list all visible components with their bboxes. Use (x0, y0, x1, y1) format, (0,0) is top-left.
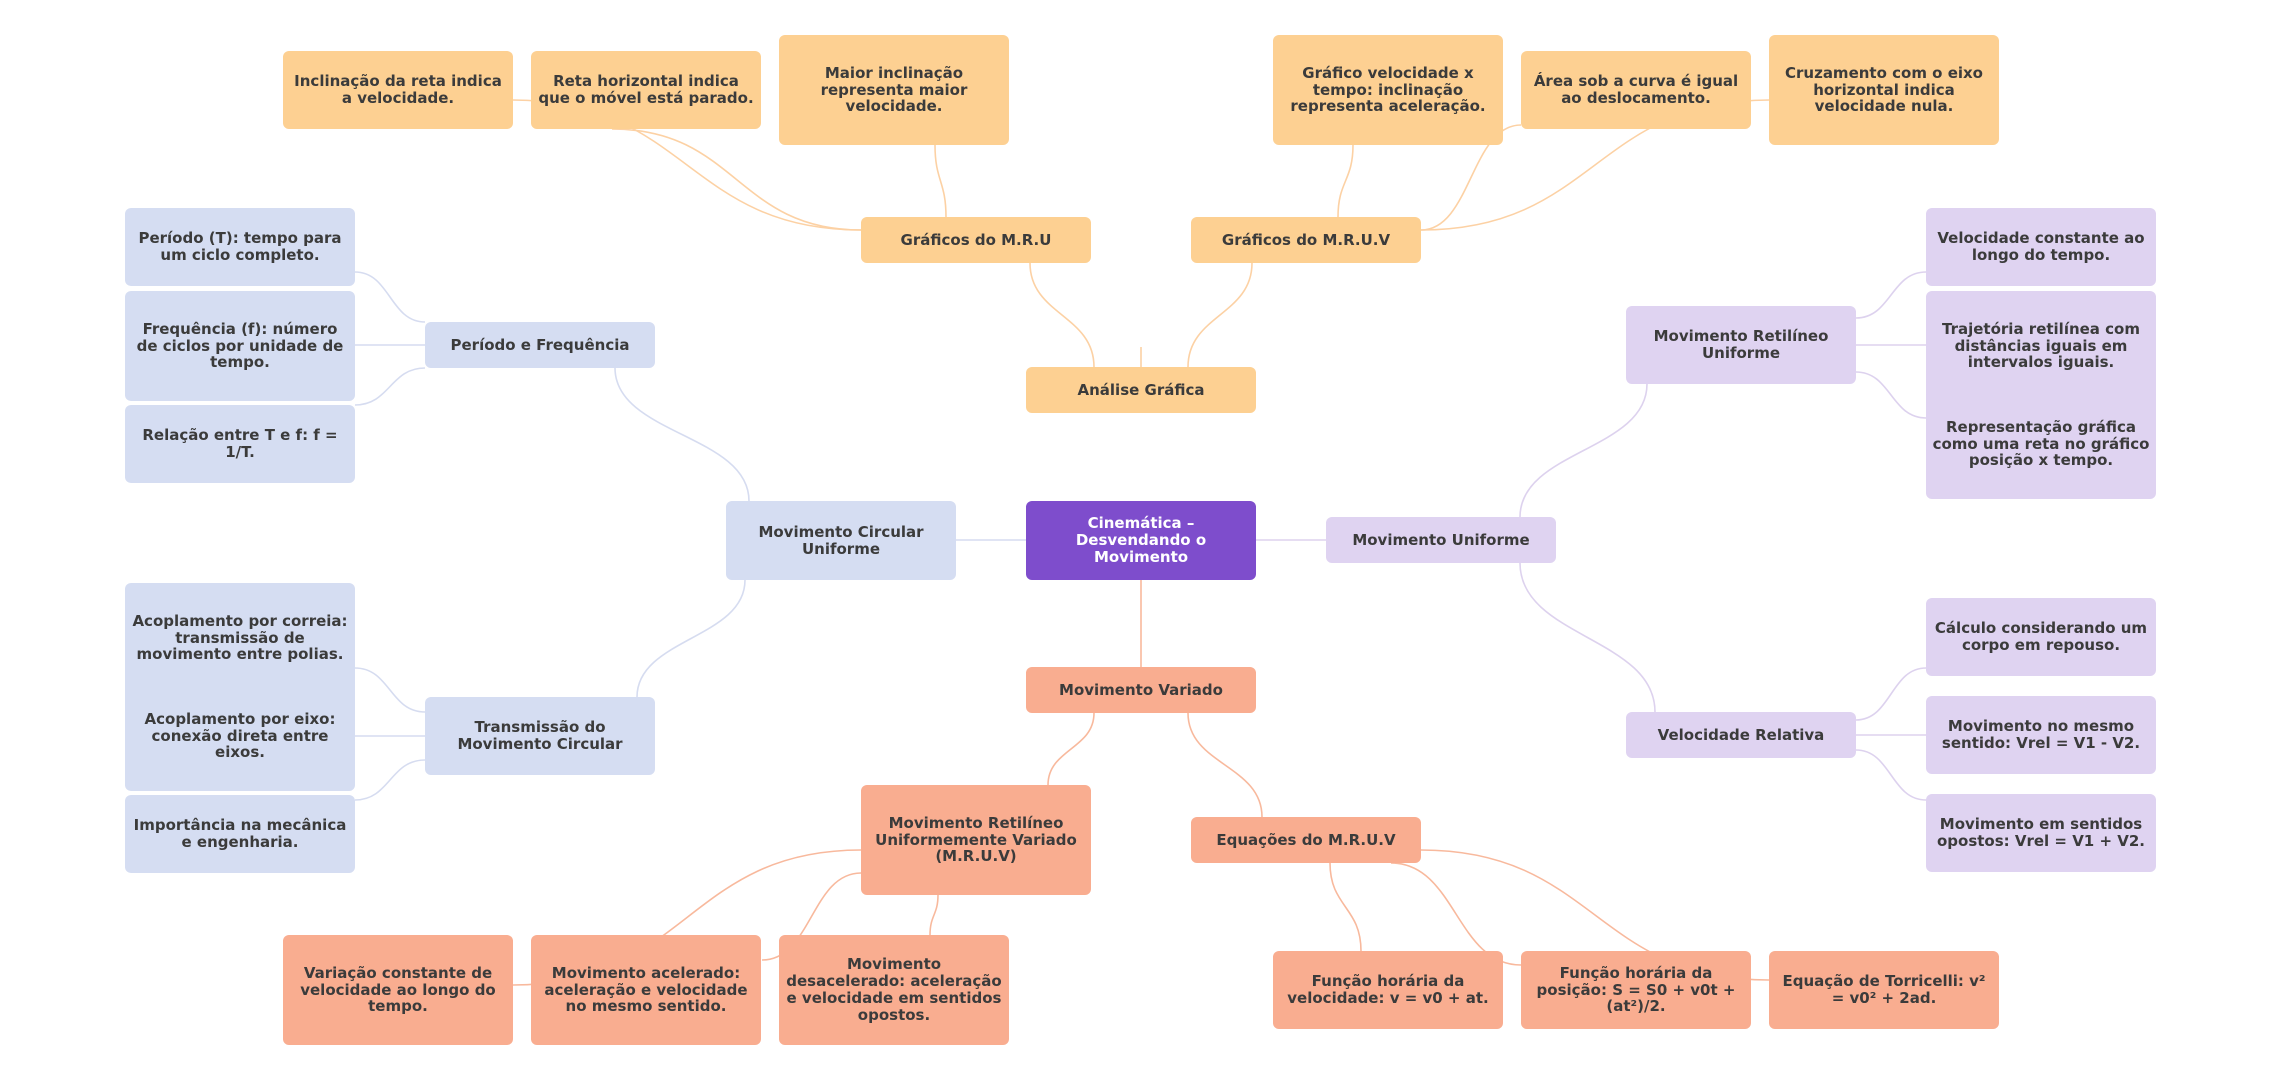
root-label: Cinemática – Desvendando o Movimento (1075, 514, 1207, 566)
node-velocidade-relativa[interactable]: Velocidade Relativa (1626, 712, 1856, 758)
leaf-calculo-repouso[interactable]: Cálculo considerando um corpo em repouso… (1926, 598, 2156, 676)
leaf-funcao-posicao[interactable]: Função horária da posição: S = S0 + v0t … (1521, 951, 1751, 1029)
connector-line (1329, 862, 1362, 952)
leaf-trajetoria-retilinea[interactable]: Trajetória retilínea com distâncias igua… (1926, 291, 2156, 401)
connector-line (1029, 262, 1095, 368)
leaf-mru-inclinacao[interactable]: Inclinação da reta indica a velocidade. (283, 51, 513, 129)
connector-line (1420, 124, 1522, 231)
leaf-relacao-t-f[interactable]: Relação entre T e f: f = 1/T. (125, 405, 355, 483)
connector-line (611, 128, 862, 231)
leaf-mruv-acelerado[interactable]: Movimento acelerado: aceleração e veloci… (531, 935, 761, 1045)
leaf-torricelli[interactable]: Equação de Torricelli: v² = v0² + 2ad. (1769, 951, 1999, 1029)
leaf-funcao-velocidade[interactable]: Função horária da velocidade: v = v0 + a… (1273, 951, 1503, 1029)
leaf-mruv-velocidade-tempo[interactable]: Gráfico velocidade x tempo: inclinação r… (1273, 35, 1503, 145)
leaf-acoplamento-eixo[interactable]: Acoplamento por eixo: conexão direta ent… (125, 681, 355, 791)
leaf-mruv-desacelerado[interactable]: Movimento desacelerado: aceleração e vel… (779, 935, 1009, 1045)
node-mruv[interactable]: Movimento Retilíneo Uniformemente Variad… (861, 785, 1091, 895)
connector-line (1390, 862, 1522, 966)
node-movimento-variado[interactable]: Movimento Variado (1026, 667, 1256, 713)
leaf-acoplamento-correia[interactable]: Acoplamento por correia: transmissão de … (125, 583, 355, 693)
connector-line (1187, 712, 1263, 818)
connector-line (614, 367, 750, 502)
node-movimento-uniforme[interactable]: Movimento Uniforme (1326, 517, 1556, 563)
leaf-mruv-cruzamento[interactable]: Cruzamento com o eixo horizontal indica … (1769, 35, 1999, 145)
leaf-velocidade-constante[interactable]: Velocidade constante ao longo do tempo. (1926, 208, 2156, 286)
connector-line (761, 872, 862, 961)
node-analise-grafica[interactable]: Análise Gráfica (1026, 367, 1256, 413)
leaf-periodo[interactable]: Período (T): tempo para um ciclo complet… (125, 208, 355, 286)
connector-line (354, 271, 426, 323)
leaf-mruv-variacao[interactable]: Variação constante de velocidade ao long… (283, 935, 513, 1045)
connector-line (354, 667, 426, 713)
leaf-importancia[interactable]: Importância na mecânica e engenharia. (125, 795, 355, 873)
connector-line (934, 144, 947, 218)
connector-line (1047, 712, 1095, 786)
leaf-mruv-area[interactable]: Área sob a curva é igual ao deslocamento… (1521, 51, 1751, 129)
connector-line (929, 894, 939, 936)
root-node[interactable]: Cinemática – Desvendando o Movimento (1026, 501, 1256, 580)
connector-line (1855, 749, 1927, 801)
leaf-frequencia[interactable]: Frequência (f): número de ciclos por uni… (125, 291, 355, 401)
node-graficos-mru[interactable]: Gráficos do M.R.U (861, 217, 1091, 263)
connector-line (636, 579, 746, 698)
leaf-representacao-grafica[interactable]: Representação gráfica como uma reta no g… (1926, 389, 2156, 499)
node-movimento-circular[interactable]: Movimento Circular Uniforme (726, 501, 956, 580)
connector-line (1519, 562, 1656, 713)
connector-line (1855, 371, 1927, 419)
leaf-sentidos-opostos[interactable]: Movimento em sentidos opostos: Vrel = V1… (1926, 794, 2156, 872)
connector-line (1337, 144, 1354, 218)
connector-line (1519, 383, 1648, 518)
node-transmissao[interactable]: Transmissão do Movimento Circular (425, 697, 655, 775)
connector-line (354, 367, 426, 406)
node-periodo-frequencia[interactable]: Período e Frequência (425, 322, 655, 368)
node-equacoes-mruv[interactable]: Equações do M.R.U.V (1191, 817, 1421, 863)
connector-line (1187, 262, 1253, 368)
node-graficos-mruv[interactable]: Gráficos do M.R.U.V (1191, 217, 1421, 263)
connector-line (1855, 271, 1927, 319)
leaf-mru-reta-horizontal[interactable]: Reta horizontal indica que o móvel está … (531, 51, 761, 129)
leaf-mesmo-sentido[interactable]: Movimento no mesmo sentido: Vrel = V1 - … (1926, 696, 2156, 774)
connector-line (354, 759, 426, 801)
connector-line (1855, 667, 1927, 721)
node-mru[interactable]: Movimento Retilíneo Uniforme (1626, 306, 1856, 384)
leaf-mru-maior-inclinacao[interactable]: Maior inclinação representa maior veloci… (779, 35, 1009, 145)
